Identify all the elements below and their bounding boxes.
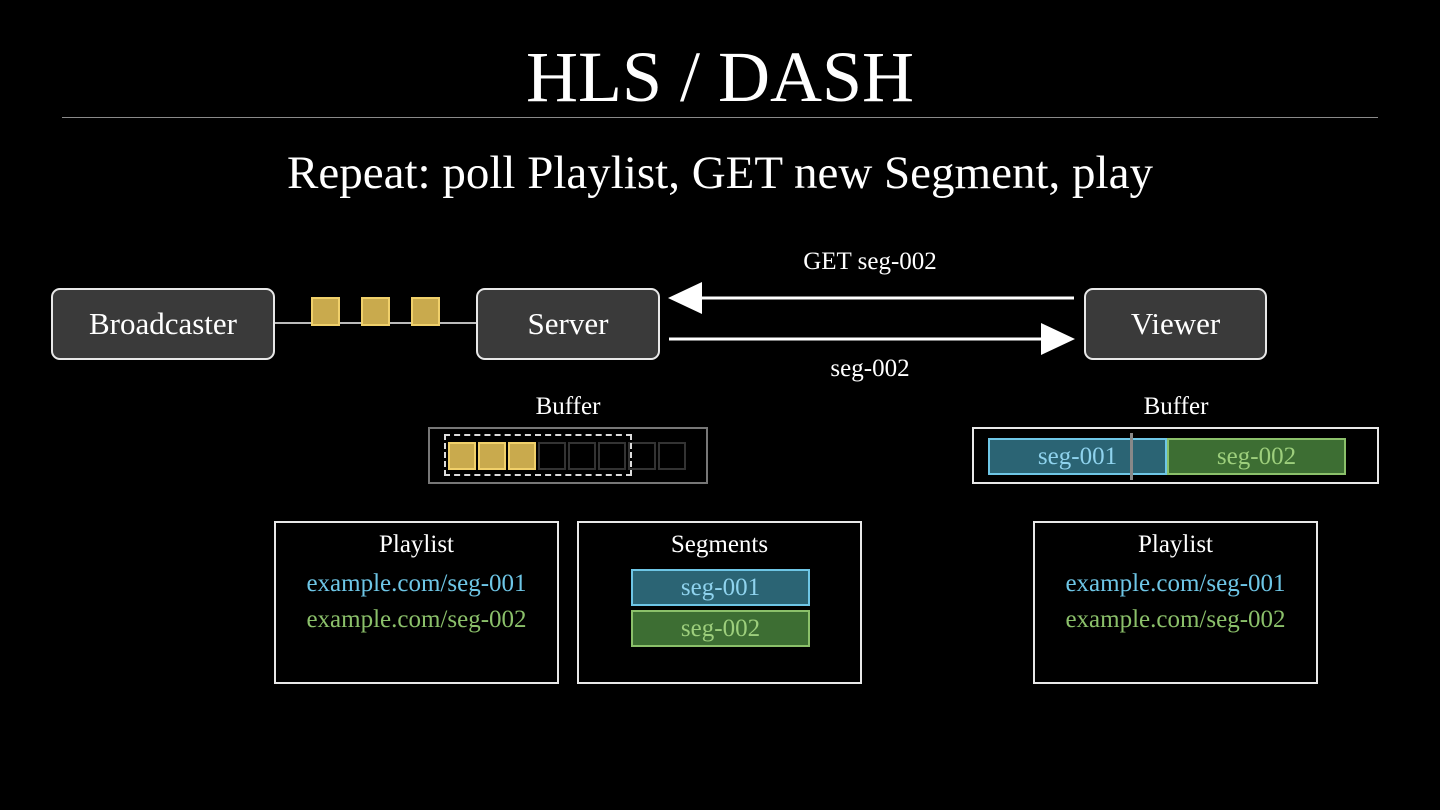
buffer-cell-empty (568, 442, 596, 470)
server-node: Server (476, 288, 660, 360)
viewer-node: Viewer (1084, 288, 1267, 360)
viewer-buffer-segment: seg-002 (1167, 438, 1346, 475)
response-arrowhead (1041, 323, 1075, 355)
request-label: GET seg-002 (803, 248, 937, 275)
server-segment: seg-001 (631, 569, 810, 606)
buffer-window-marker (444, 434, 632, 476)
chunk-in-transit (411, 297, 440, 326)
title-divider (62, 117, 1378, 118)
response-label: seg-002 (830, 355, 910, 382)
viewer-playlist-panel: Playlist example.com/seg-001 example.com… (1033, 521, 1318, 684)
page-subtitle: Repeat: poll Playlist, GET new Segment, … (287, 147, 1153, 199)
server-segments-title: Segments (670, 531, 769, 558)
buffer-cell-empty (658, 442, 686, 470)
viewer-buffer: seg-001 seg-002 (972, 427, 1379, 484)
page-title: HLS / DASH (525, 37, 915, 117)
server-segments-panel: Segments seg-001 seg-002 (577, 521, 862, 684)
viewer-buffer-segment: seg-001 (988, 438, 1167, 475)
server-playlist-entry: example.com/seg-002 (306, 606, 527, 633)
viewer-playlist-entry: example.com/seg-001 (1065, 570, 1286, 597)
viewer-buffer-label: Buffer (1143, 393, 1209, 420)
buffer-cell-empty (598, 442, 626, 470)
viewer-playlist-entry: example.com/seg-002 (1065, 606, 1286, 633)
viewer-playlist-title: Playlist (1137, 531, 1213, 558)
chunk-in-transit (311, 297, 340, 326)
server-playlist-entry: example.com/seg-001 (306, 570, 527, 597)
server-buffer-label: Buffer (535, 393, 601, 420)
server-buffer (428, 427, 708, 484)
buffer-cell-empty (628, 442, 656, 470)
server-playlist-panel: Playlist example.com/seg-001 example.com… (274, 521, 559, 684)
buffer-cell-empty (538, 442, 566, 470)
chunk-in-transit (361, 297, 390, 326)
server-segment: seg-002 (631, 610, 810, 647)
buffer-cell-filled (448, 442, 476, 470)
server-playlist-title: Playlist (378, 531, 454, 558)
playhead (1130, 433, 1133, 480)
request-arrowhead (668, 282, 702, 314)
broadcaster-node: Broadcaster (51, 288, 275, 360)
buffer-cell-filled (508, 442, 536, 470)
buffer-cell-filled (478, 442, 506, 470)
